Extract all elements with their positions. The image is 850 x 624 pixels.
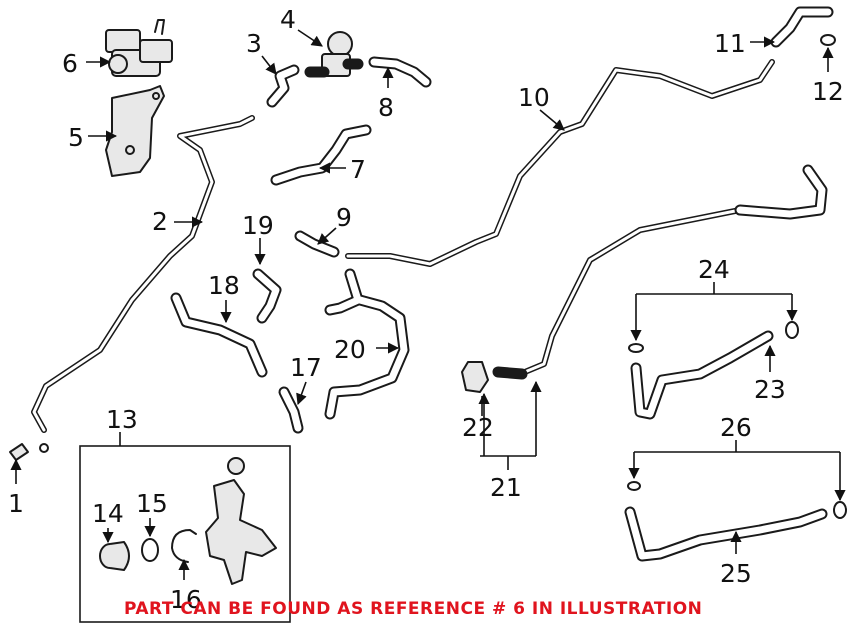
callout-5: 5 [68, 123, 84, 152]
part-9-hose [294, 230, 340, 258]
part-24-hose [628, 321, 799, 420]
callout-3: 3 [246, 29, 262, 58]
part-15-o-ring [141, 538, 159, 562]
caption-text: PART CAN BE FOUND AS REFERENCE # 6 IN IL… [124, 599, 702, 619]
part-25-hose [624, 481, 847, 562]
part-12-o-ring [820, 34, 836, 46]
part-18-hose [170, 292, 268, 378]
callout-11: 11 [714, 29, 746, 58]
callout-13: 13 [106, 405, 138, 434]
callout-17: 17 [290, 353, 322, 382]
part-19-hose [252, 268, 282, 324]
callout-26: 26 [720, 413, 752, 442]
callout-24: 24 [698, 255, 730, 284]
leader-lines [10, 29, 846, 580]
callout-8: 8 [378, 93, 394, 122]
callout-25: 25 [720, 559, 752, 588]
callout-18: 18 [208, 271, 240, 300]
callout-14: 14 [92, 499, 124, 528]
callout-23: 23 [754, 375, 786, 404]
part-16-clip [171, 529, 197, 563]
part-2-pipe [9, 115, 255, 461]
callout-16: 16 [170, 585, 202, 614]
callout-20: 20 [334, 335, 366, 364]
part-10-pipe [345, 59, 775, 267]
callout-9: 9 [336, 203, 352, 232]
part-20-hose [324, 268, 410, 420]
callout-labels: 1 2 3 4 5 6 7 8 9 10 11 12 13 14 15 16 1… [8, 5, 844, 614]
callout-15: 15 [136, 489, 168, 518]
callout-21: 21 [490, 473, 522, 502]
part-4-valve [304, 31, 364, 78]
part-5-bracket [105, 85, 165, 177]
part-21-pipe [492, 164, 828, 380]
callout-1: 1 [8, 489, 24, 518]
part-7-hose [270, 124, 372, 186]
callout-10: 10 [518, 83, 550, 112]
part-6-valve [105, 19, 173, 77]
part-13-kit-box [79, 445, 291, 623]
callout-7: 7 [350, 155, 366, 184]
callout-2: 2 [152, 207, 168, 236]
part-8-hose [368, 56, 432, 88]
callout-4: 4 [280, 5, 296, 34]
callout-12: 12 [812, 77, 844, 106]
part-17-connector [278, 386, 304, 434]
part-22-cap [461, 361, 489, 393]
callout-19: 19 [242, 211, 274, 240]
callout-6: 6 [62, 49, 78, 78]
part-14-sleeve [99, 541, 130, 571]
callout-22: 22 [462, 413, 494, 442]
part-3-hose [266, 64, 300, 108]
part-13-housing [205, 457, 277, 585]
part-11-hose [770, 6, 834, 48]
